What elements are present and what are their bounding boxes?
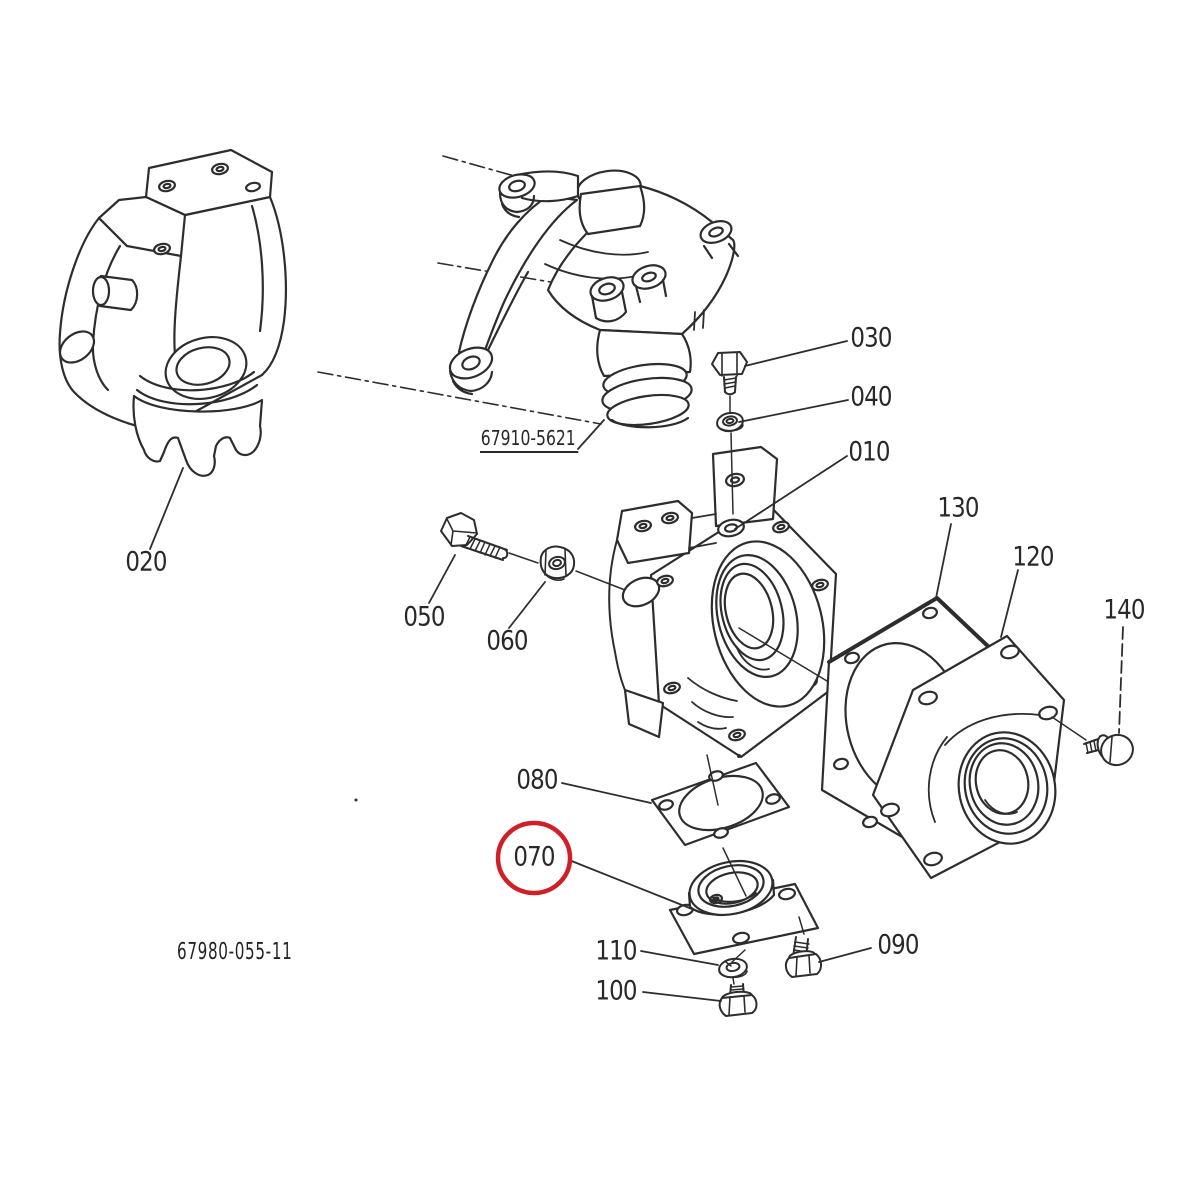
- washer-040-illustration: [716, 411, 744, 433]
- leader-070: [568, 859, 693, 910]
- leader-090: [818, 947, 872, 963]
- leader-020: [149, 467, 184, 550]
- part-010-illustration: [608, 445, 838, 759]
- leader-060: [508, 581, 546, 629]
- plug-bolt-140-illustration: [1083, 733, 1134, 767]
- leader-040: [738, 399, 849, 423]
- spindle-illustration: [448, 169, 740, 429]
- assembly-axis-lines: [508, 395, 1087, 985]
- drawing-number-label: 67980-055-11: [177, 939, 293, 965]
- callout-100[interactable]: 100: [595, 975, 637, 1007]
- callout-120[interactable]: 120: [1012, 541, 1054, 573]
- callout-130[interactable]: 130: [937, 492, 979, 524]
- callout-060[interactable]: 060: [486, 625, 528, 657]
- nut-060-illustration: [539, 545, 576, 581]
- callout-080[interactable]: 080: [516, 764, 558, 796]
- leader-100: [642, 991, 722, 1002]
- callout-050[interactable]: 050: [403, 601, 445, 633]
- leader-050: [428, 554, 456, 604]
- callout-110[interactable]: 110: [595, 935, 637, 967]
- leader-lines: [149, 340, 1124, 1002]
- callout-070[interactable]: 070: [513, 841, 555, 873]
- leader-120: [1000, 569, 1019, 638]
- assembly-part-number-label: 67910-5621: [480, 428, 579, 453]
- callout-040[interactable]: 040: [850, 381, 892, 413]
- cover-120-illustration: [871, 634, 1066, 880]
- leader-110: [640, 950, 719, 966]
- bolt-100-illustration: [718, 983, 758, 1017]
- callout-020[interactable]: 020: [125, 546, 167, 578]
- callout-090[interactable]: 090: [877, 929, 919, 961]
- bolt-090-illustration: [784, 936, 822, 978]
- washer-110-illustration: [718, 957, 748, 979]
- bolt-030-illustration: [711, 351, 748, 396]
- highlight-ring-070: [495, 820, 573, 896]
- bolt-050-illustration: [440, 512, 509, 561]
- callout-140[interactable]: 140: [1103, 594, 1145, 626]
- callout-010[interactable]: 010: [848, 436, 890, 468]
- gasket-080-illustration: [650, 761, 791, 847]
- leader-140: [1118, 626, 1124, 734]
- stray-marks: [354, 754, 741, 802]
- leader-130: [935, 523, 952, 599]
- callout-030[interactable]: 030: [850, 322, 892, 354]
- seal-case-070-illustration: [668, 860, 820, 956]
- leader-010: [734, 455, 848, 530]
- leader-ref-spindle: [577, 419, 605, 450]
- part-020-illustration: [58, 148, 287, 477]
- leader-080: [561, 782, 652, 804]
- leader-030: [744, 340, 848, 367]
